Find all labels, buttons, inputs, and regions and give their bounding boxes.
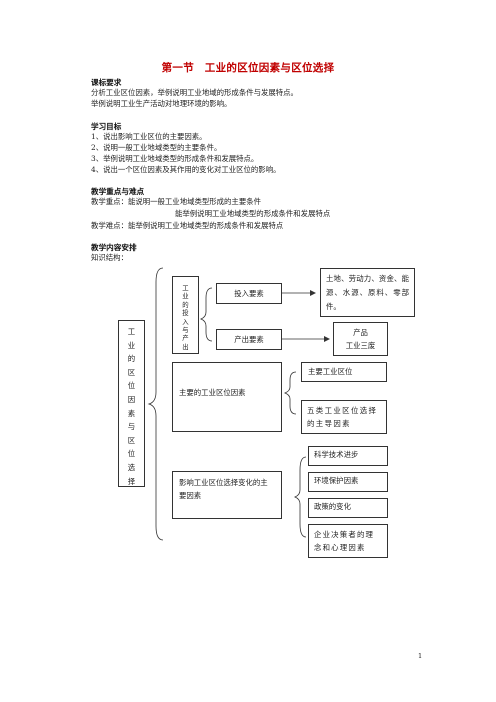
arrow-head [324,336,330,342]
input-box: 投入要素 [216,283,282,304]
output-product: 产品 [353,328,368,337]
output-waste: 工业三废 [345,341,376,350]
standards-line: 举例说明工业生产活动对地理环境的影响。 [91,99,232,108]
main-factors-label: 主要的工业区位因素 [179,388,246,397]
change-factors-label: 影响工业区位选择变化的主要因素 [179,478,268,500]
objective-item: 4、说出一个区位因素及其作用的变化对工业区位的影响。 [91,165,281,174]
page-number: 1 [418,652,423,660]
main-location-label: 主要工业区位 [308,367,353,376]
standards-heading: 课标要求 [91,78,122,87]
key-point-line: 教学重点：能说明一般工业地域类型形成的主要条件 [91,197,261,206]
standards-line: 分析工业区位因素，举例说明工业地域的形成条件与发展特点。 [91,88,298,97]
objective-item: 1、说出影响工业区位的主要因素。 [91,132,207,141]
psych-box: 企业决策者的理念和心理因素 [308,524,388,558]
key-point-line: 能举例说明工业地域类型的形成条件和发展特点 [175,209,331,218]
content-line: 知识结构： [91,253,128,262]
output-label: 产出要素 [234,335,264,344]
input-label: 投入要素 [234,289,264,298]
objective-item: 2、说明一般工业地域类型的主要条件。 [91,143,222,152]
policy-box: 政策的变化 [308,498,388,518]
key-point-line: 教学难点：能举例说明工业地域类型的形成条件和发展特点 [91,221,284,230]
page-title: 第一节 工业的区位因素与区位选择 [161,62,335,74]
five-types-label: 五类工业区位选择的主导因素 [307,406,378,428]
input-detail-box: 土地、劳动力、资金、能源、水源、原料、零部件。 [320,268,415,317]
root-brace [147,267,164,541]
root-box: 工业的区位因素与区位选择 [118,320,145,487]
tech-box: 科学技术进步 [308,446,388,466]
io-brace [199,287,213,342]
output-detail-box: 产品 工业三废 [333,322,388,356]
output-box: 产出要素 [216,329,282,350]
tech-label: 科学技术进步 [314,450,359,459]
objective-item: 3、举例说明工业地域类型的形成条件和发展特点。 [91,154,259,163]
io-label: 工业的投入与产出 [182,284,189,351]
input-detail-text: 土地、劳动力、资金、能源、水源、原料、零部件。 [326,274,409,311]
psych-label: 企业决策者的理念和心理因素 [314,530,375,552]
main-factors-brace [283,371,297,415]
env-box: 环境保护因素 [308,472,388,492]
five-types-box: 五类工业区位选择的主导因素 [301,400,387,434]
main-location-box: 主要工业区位 [301,362,387,382]
key-points-heading: 教学重点与难点 [91,187,145,196]
arrow-head [310,290,316,296]
main-factors-box: 主要的工业区位因素 [172,362,282,432]
change-brace [293,456,307,538]
env-label: 环境保护因素 [314,476,359,485]
change-factors-box: 影响工业区位选择变化的主要因素 [172,471,282,519]
io-box: 工业的投入与产出 [172,276,199,354]
root-label: 工业的区位因素与区位选择 [127,327,136,486]
content-heading: 教学内容安排 [91,243,137,252]
policy-label: 政策的变化 [314,502,351,511]
objectives-heading: 学习目标 [91,122,122,131]
